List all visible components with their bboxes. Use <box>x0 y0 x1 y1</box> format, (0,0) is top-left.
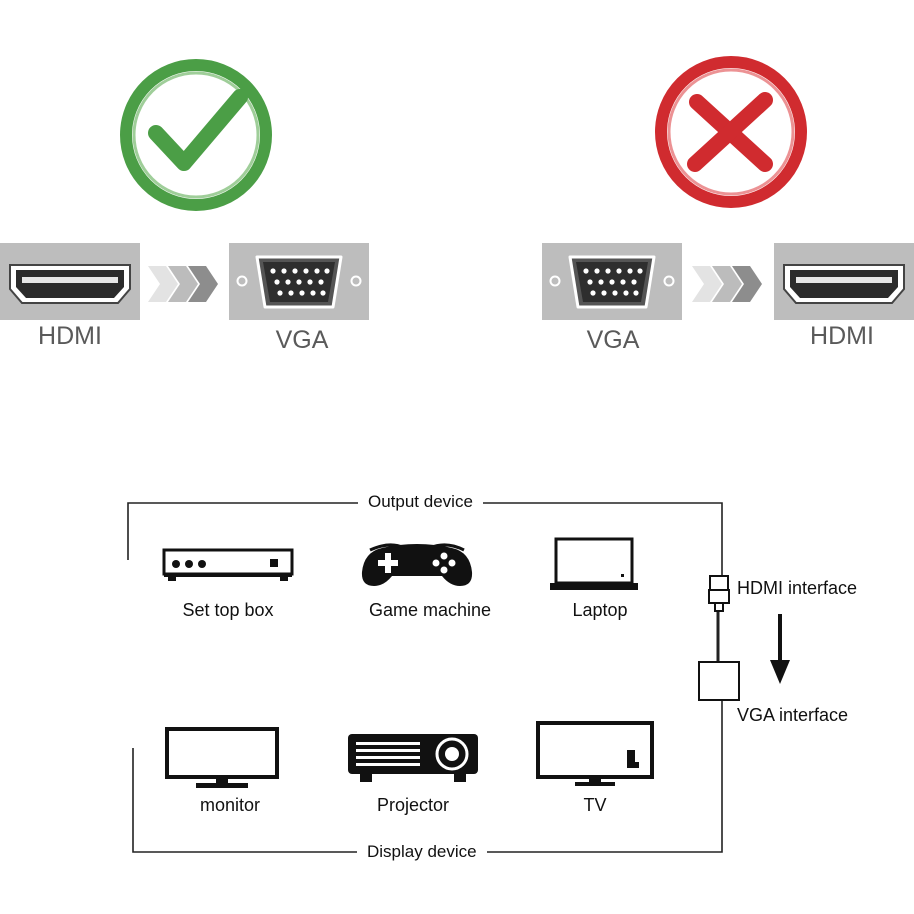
vga-label: VGA <box>275 326 329 354</box>
display-device-title: Display device <box>357 842 487 862</box>
vga-port-box <box>542 243 682 320</box>
device-label: monitor <box>199 795 261 815</box>
hdmi-port-icon <box>9 264 131 304</box>
wrong-section: VGA HDMI <box>457 0 914 380</box>
hdmi-port-box <box>0 243 140 320</box>
set-top-box-icon <box>160 547 296 583</box>
direction-arrows <box>145 262 220 306</box>
vga-label: VGA <box>586 326 640 354</box>
device-label: Laptop <box>572 600 628 620</box>
monitor-icon <box>164 727 280 791</box>
correct-section: HDMI VGA <box>0 0 457 380</box>
hdmi-label: HDMI <box>810 322 874 350</box>
laptop-icon <box>548 537 640 593</box>
projector-icon <box>346 730 480 786</box>
hdmi-port-box <box>774 243 914 320</box>
vga-port-box <box>229 243 369 320</box>
vga-adapter-icon <box>698 661 740 701</box>
device-label: Set top box <box>182 600 274 620</box>
hdmi-interface-label: HDMI interface <box>737 578 858 598</box>
vga-port-icon <box>549 255 675 309</box>
device-label: Game machine <box>368 600 492 620</box>
hdmi-port-icon <box>783 264 905 304</box>
vga-interface-label: VGA interface <box>737 705 849 725</box>
cross-icon <box>647 52 815 212</box>
hdmi-plug-icon <box>707 575 731 615</box>
gamepad-icon <box>360 542 474 588</box>
direction-arrows <box>689 262 764 306</box>
vga-port-icon <box>236 255 362 309</box>
device-label: Projector <box>376 795 450 815</box>
device-label: TV <box>583 795 607 815</box>
output-device-title: Output device <box>358 492 483 512</box>
check-icon <box>112 55 280 215</box>
hdmi-label: HDMI <box>38 322 102 350</box>
tv-icon <box>535 720 655 790</box>
